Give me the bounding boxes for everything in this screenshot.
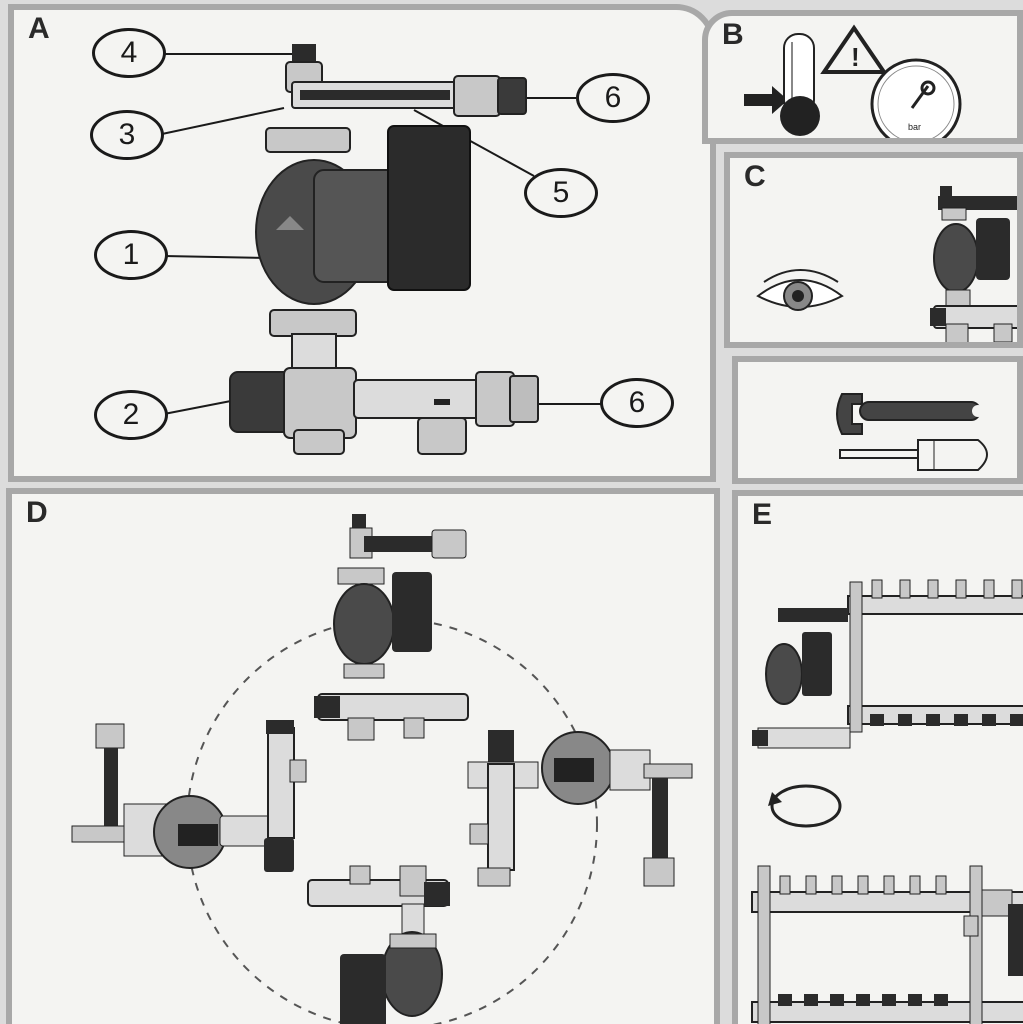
panel-b: B ! bar (702, 10, 1023, 144)
pump-assembly-illustration (161, 44, 604, 455)
pump-orientation-bottom (307, 865, 450, 1024)
svg-text:!: ! (851, 42, 860, 72)
panel-e: E (732, 490, 1023, 1024)
panel-c-letter: C (744, 160, 766, 193)
thermometer-icon (744, 33, 820, 136)
panel-d: D (6, 488, 720, 1024)
callout-6-bottom: 6 (600, 378, 674, 428)
wrench-icon (836, 393, 984, 435)
pump-assembly-small (930, 186, 1017, 342)
panel-tools (732, 356, 1023, 484)
callout-4: 4 (92, 28, 166, 78)
callout-1: 1 (94, 230, 168, 280)
callout-3: 3 (90, 110, 164, 160)
panel-c: C (724, 152, 1023, 348)
callout-6-top: 6 (576, 73, 650, 123)
panel-d-letter: D (26, 496, 48, 529)
manifold-upper (752, 579, 1023, 749)
panel-a: A (8, 4, 716, 482)
pump-orientation-left (71, 720, 307, 872)
panel-a-letter: A (28, 12, 50, 45)
callout-2: 2 (94, 390, 168, 440)
manifold-lower (751, 865, 1023, 1024)
rotate-arrow-icon (768, 784, 842, 828)
warning-triangle-icon: ! (820, 24, 888, 74)
panel-e-letter: E (752, 498, 773, 531)
pump-orientation-right (467, 730, 693, 887)
gauge-unit-label: bar (908, 122, 921, 132)
panel-b-letter: B (722, 18, 744, 51)
pressure-gauge-icon: bar (870, 58, 962, 138)
callout-5: 5 (524, 168, 598, 218)
screwdriver-icon (839, 439, 988, 471)
eye-icon (756, 269, 844, 311)
pump-orientation-top (314, 514, 469, 741)
